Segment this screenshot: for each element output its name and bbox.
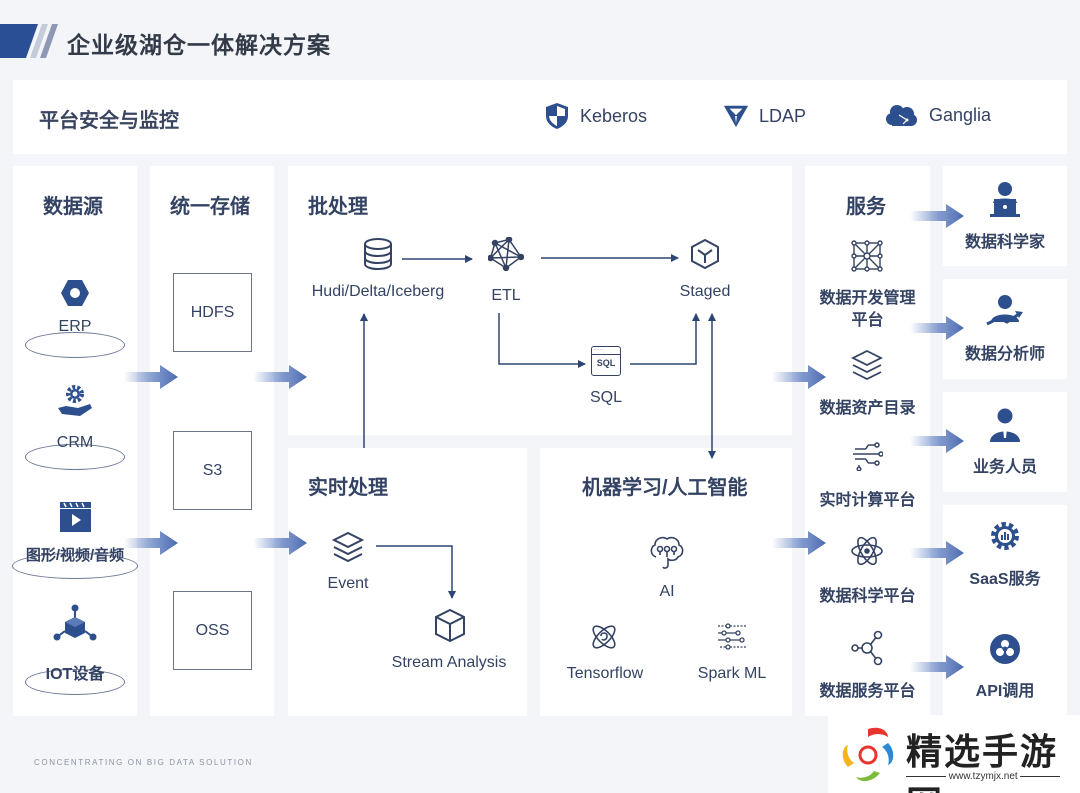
keberos-label: Keberos: [580, 105, 648, 126]
flow-arrow-sources-to-storage-2: [124, 531, 178, 555]
security-item-ganglia: Ganglia: [885, 102, 991, 128]
arrow-sql-to-staged: [630, 313, 700, 365]
arrow-etl-to-sql: [498, 313, 586, 368]
watermark-logo-icon: [842, 727, 894, 782]
flow-arrow-to-api: [910, 655, 964, 679]
storage-hdfs: HDFS: [173, 273, 252, 352]
iot-ellipse: [25, 669, 125, 695]
ml-ai-panel: [540, 448, 792, 716]
source-erp-label: ERP: [58, 318, 92, 335]
security-monitoring-panel: 平台安全与监控 Keberos LDAP Ganglia: [13, 80, 1067, 154]
api-badge-icon: [990, 634, 1020, 664]
triangle-logo-icon: [723, 105, 749, 128]
source-iot-label: IOT设备: [45, 666, 105, 683]
data-sources-title: 数据源: [43, 196, 103, 218]
storage-title: 统一存储: [170, 196, 250, 218]
erp-ellipse: [25, 332, 125, 358]
service-realtime-compute-label: 实时计算平台: [819, 492, 916, 509]
flow-arrow-sources-to-storage-1: [124, 365, 178, 389]
watermark: 精选手游网 www.tzymjx.net: [828, 715, 1080, 793]
tensorflow-atom-icon: [592, 625, 616, 649]
service-data-science-label: 数据科学平台: [819, 588, 916, 605]
person-tie-icon: [990, 408, 1020, 442]
flow-arrow-to-saas: [910, 541, 964, 565]
source-crm-label: CRM: [56, 434, 94, 451]
consumer-api-label: API调用: [975, 683, 1035, 700]
sql-icon-text: SQL: [596, 358, 616, 368]
service-data-service-label: 数据服务平台: [819, 683, 916, 700]
iot-cube-icon: [53, 604, 97, 641]
person-laptop-icon: [990, 182, 1020, 217]
security-item-keberos: Keberos: [544, 102, 647, 130]
cloud-icon: [886, 105, 917, 126]
batch-connectors: [360, 254, 716, 459]
ganglia-label: Ganglia: [929, 104, 992, 125]
sql-window-icon: ··· SQL: [591, 346, 621, 376]
ldap-label: LDAP: [759, 105, 807, 126]
arrow-event-to-stream: [376, 545, 456, 599]
service-asset-catalog-label: 数据资产目录: [819, 400, 916, 417]
sql-label: SQL: [589, 389, 622, 406]
spark-ml-label: Spark ML: [697, 665, 767, 682]
security-title: 平台安全与监控: [39, 110, 179, 132]
security-item-ldap: LDAP: [723, 102, 806, 130]
person-trend-icon: [986, 295, 1023, 326]
open-box-icon: [435, 608, 465, 642]
storage-oss: OSS: [173, 591, 252, 670]
consumer-data-scientist-label: 数据科学家: [964, 234, 1045, 251]
title-decoration-icon: [0, 24, 58, 58]
database-icon: [364, 238, 392, 270]
lake-format-label: Hudi/Delta/Iceberg: [311, 283, 445, 300]
unified-storage-panel: [150, 166, 274, 716]
layers-icon: [332, 531, 364, 563]
watermark-name: 精选手游网: [906, 731, 1059, 793]
share-nodes-icon: [851, 630, 883, 666]
flow-arrow-storage-to-batch: [253, 365, 307, 389]
grid-network-icon: [851, 240, 883, 272]
ai-label: AI: [659, 583, 675, 600]
realtime-title: 实时处理: [308, 477, 388, 499]
service-devmgmt-label-line1: 数据开发管理: [819, 290, 916, 307]
consumer-saas-label: SaaS服务: [969, 571, 1041, 588]
crm-ellipse: [25, 444, 125, 470]
media-ellipse: [12, 553, 138, 579]
etl-label: ETL: [491, 287, 521, 304]
gear-chart-icon: [991, 522, 1019, 550]
source-media-label: 图形/视频/音频: [25, 547, 125, 564]
hex-nut-icon: [61, 280, 89, 306]
atom-icon: [851, 536, 883, 566]
flow-arrow-to-data-analyst: [910, 316, 964, 340]
flow-arrow-batch-to-services: [772, 365, 826, 389]
footer-tagline: CONCENTRATING ON BIG DATA SOLUTION: [34, 758, 253, 767]
page-title: 企业级湖仓一体解决方案: [67, 32, 331, 58]
cube-icon: [691, 238, 719, 270]
tensorflow-label: Tensorflow: [566, 665, 644, 682]
layers-stack-icon: [851, 349, 883, 381]
flow-arrow-to-business: [910, 429, 964, 453]
flow-arrow-ml-to-services: [772, 531, 826, 555]
storage-s3: S3: [173, 431, 252, 510]
realtime-processing-panel: [288, 448, 527, 716]
flow-arrow-storage-to-realtime: [253, 531, 307, 555]
batch-title: 批处理: [308, 196, 368, 218]
consumer-data-analyst-label: 数据分析师: [964, 346, 1045, 363]
watermark-url-text: www.tzymjx.net: [948, 771, 1018, 782]
staged-label: Staged: [679, 283, 731, 300]
service-devmgmt-label-line2: 平台: [851, 312, 884, 329]
flow-arrow-to-data-scientist: [910, 204, 964, 228]
circuit-nodes-icon: [718, 623, 746, 650]
network-mesh-icon: [488, 237, 524, 271]
ml-title: 机器学习/人工智能: [582, 477, 748, 499]
circuit-icon: [853, 442, 883, 471]
watermark-url: www.tzymjx.net: [906, 771, 1061, 782]
services-title: 服务: [846, 196, 886, 218]
stream-analysis-label: Stream Analysis: [391, 654, 507, 671]
video-clapper-icon: [60, 502, 91, 532]
brain-icon: [650, 536, 684, 569]
shield-icon: [546, 103, 568, 129]
realtime-connectors: [376, 545, 456, 599]
event-label: Event: [327, 575, 369, 592]
gear-hand-icon: [58, 385, 92, 416]
consumer-business-label: 业务人员: [972, 459, 1037, 476]
